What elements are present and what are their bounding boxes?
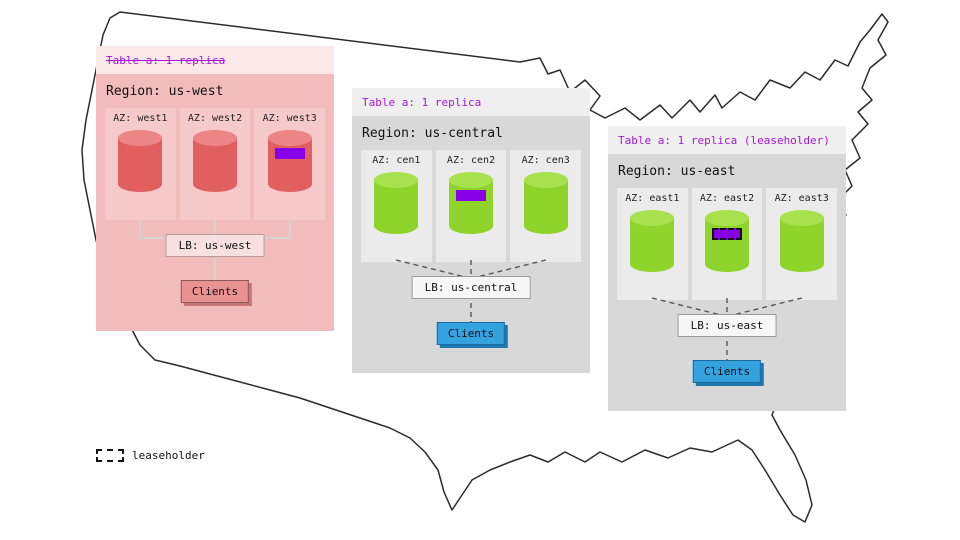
region-us-west: Table a: 1 replica Region: us-west AZ: w…	[96, 46, 334, 331]
region-title: Region: us-central	[362, 126, 503, 141]
az-box-east2: AZ: east2	[691, 188, 763, 300]
leaseholder-swatch-icon	[96, 449, 124, 462]
az-label: AZ: cen1	[372, 155, 421, 166]
az-box-west3: AZ: west3	[254, 108, 326, 220]
az-row: AZ: west1 AZ: west2 AZ: west3	[105, 108, 326, 220]
az-label: AZ: west2	[187, 113, 243, 124]
region-us-east: Table a: 1 replica (leaseholder) Region:…	[608, 126, 846, 411]
replica-marker	[274, 148, 305, 159]
az-label: AZ: west1	[113, 113, 168, 124]
az-label: AZ: west3	[262, 113, 317, 124]
region-us-central: Table a: 1 replica Region: us-central AZ…	[352, 88, 590, 373]
database-cylinder-icon	[630, 210, 675, 272]
az-box-east3: AZ: east3	[766, 188, 838, 300]
az-row: AZ: cen1 AZ: cen2 AZ: cen3	[361, 150, 582, 262]
az-label: AZ: cen2	[446, 155, 496, 166]
az-label: AZ: east2	[699, 193, 755, 204]
database-cylinder-icon	[267, 130, 312, 192]
az-row: AZ: east1 AZ: east2 AZ: east3	[617, 188, 838, 300]
az-box-cen2: AZ: cen2	[435, 150, 507, 262]
az-box-cen3: AZ: cen3	[510, 150, 582, 262]
az-label: AZ: east3	[774, 193, 829, 204]
az-box-cen1: AZ: cen1	[361, 150, 432, 262]
table-label-bar: Table a: 1 replica	[96, 46, 334, 74]
database-cylinder-icon	[523, 172, 568, 234]
table-label-bar: Table a: 1 replica	[352, 88, 590, 116]
az-label: AZ: cen3	[521, 155, 570, 166]
az-label: AZ: east1	[625, 193, 680, 204]
load-balancer-box: LB: us-east	[677, 314, 777, 337]
replica-marker	[456, 190, 486, 201]
load-balancer-box: LB: us-west	[165, 234, 265, 257]
table-replica-label: Table a: 1 replica	[362, 95, 482, 109]
table-label-bar: Table a: 1 replica (leaseholder)	[608, 126, 846, 154]
database-cylinder-icon	[193, 130, 237, 192]
load-balancer-box: LB: us-central	[411, 276, 531, 299]
leaseholder-marker	[712, 228, 742, 240]
clients-box: Clients	[180, 280, 250, 303]
az-box-west1: AZ: west1	[105, 108, 176, 220]
clients-box: Clients	[692, 360, 762, 383]
az-box-west2: AZ: west2	[179, 108, 251, 220]
database-cylinder-icon	[118, 130, 163, 192]
legend-label: leaseholder	[132, 449, 205, 462]
database-cylinder-icon	[374, 172, 419, 234]
database-cylinder-icon	[449, 172, 493, 234]
database-cylinder-icon	[705, 210, 749, 272]
legend: leaseholder	[96, 449, 205, 462]
database-cylinder-icon	[779, 210, 824, 272]
region-title: Region: us-west	[106, 84, 224, 99]
table-replica-label: Table a: 1 replica (leaseholder)	[618, 133, 830, 147]
region-title: Region: us-east	[618, 164, 736, 179]
table-replica-label: Table a: 1 replica	[106, 53, 226, 67]
az-box-east1: AZ: east1	[617, 188, 688, 300]
clients-box: Clients	[436, 322, 506, 345]
